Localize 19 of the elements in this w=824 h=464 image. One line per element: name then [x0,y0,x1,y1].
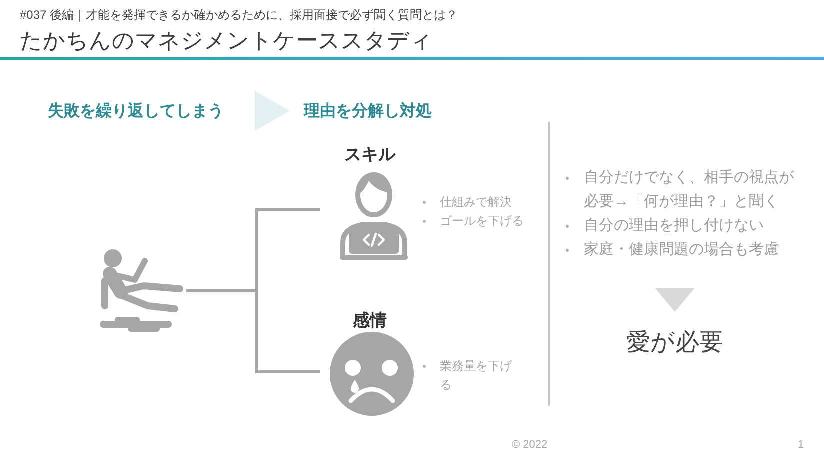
triangle-arrow [255,91,290,131]
connector-line [186,290,320,374]
subtitle-text: #037 後編｜才能を発揮できるか確かめるために、採用面接で必ず聞く質問とは？ [20,7,458,24]
bullet-text: 自分の理由を押し付けない [584,216,765,236]
category-heading: スキル [344,144,397,166]
step-heading: 理由を分解し対処 [304,101,444,123]
bullet-text: ゴールを下げる [440,213,525,230]
page-title: たかちんのマネジメントケーススタディ [20,27,433,55]
step-heading: 失敗を繰り返してしまう [48,101,232,123]
conclusion-text: 愛が必要 [623,328,727,358]
triangle-arrow [655,288,695,312]
bullet-text: 業務量を下げる [440,358,514,394]
bullet-text: 自分だけでなく、相手の視点が必要→「何が理由？」と聞く [584,168,794,212]
category-heading: 感情 [352,310,388,332]
falling-person-icon [98,249,186,333]
bullet-text: 仕組みで解決 [440,194,513,211]
copyright-text: © 2022 [512,438,548,453]
page-number: 1 [798,438,804,453]
bullet-text: 家庭・健康問題の場合も考慮 [584,240,780,260]
